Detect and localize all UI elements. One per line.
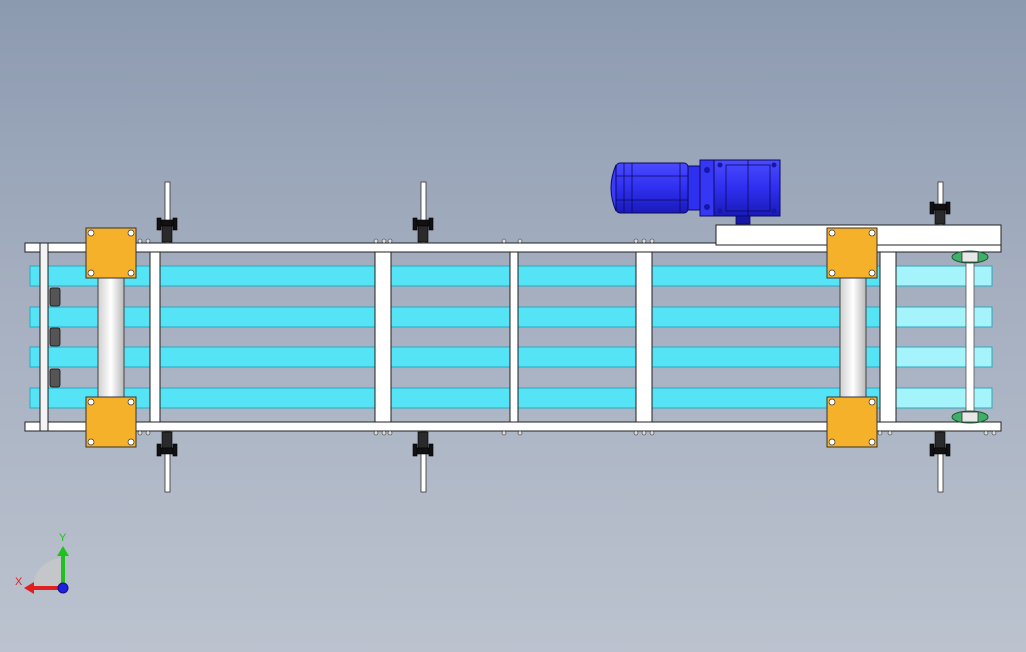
triad-x-label: X (15, 576, 23, 588)
clamp-bottom-left (156, 431, 178, 457)
end-rod-left (39, 242, 49, 432)
drive-roller-left (97, 257, 125, 417)
bracket-top-left (85, 227, 137, 279)
drive-roller-right (839, 257, 867, 417)
roller-shafts (97, 257, 867, 417)
end-crossbar-left (149, 251, 161, 423)
crossbar-3 (635, 251, 653, 423)
crossbar-1 (374, 251, 392, 423)
bracket-bottom-left (85, 396, 137, 448)
coordinate-triad (24, 546, 69, 594)
belt-2 (29, 306, 993, 328)
clamp-top-left (156, 217, 178, 243)
idler-bearings (951, 250, 989, 424)
gear-motor-icon (610, 159, 781, 225)
clamp-bottom-right (929, 431, 951, 457)
triad-y-label: Y (59, 532, 67, 544)
rail-bolts (137, 238, 997, 436)
crossbar-4 (879, 251, 897, 423)
clamp-top-right (929, 201, 951, 225)
cross-bars (39, 242, 975, 432)
bearing-brackets (85, 227, 878, 448)
left-chain-links (49, 287, 61, 388)
bracket-top-right (826, 227, 878, 279)
crossbar-2 (509, 251, 519, 423)
clamp-bottom-mid (412, 431, 434, 457)
idler-bearing-top (951, 250, 989, 264)
leg-clamps (156, 201, 951, 457)
bracket-bottom-right (826, 396, 878, 448)
end-rod-right (965, 251, 975, 423)
clamp-top-mid (412, 217, 434, 243)
idler-bearing-bottom (951, 410, 989, 424)
conveyor-belts (29, 265, 993, 409)
